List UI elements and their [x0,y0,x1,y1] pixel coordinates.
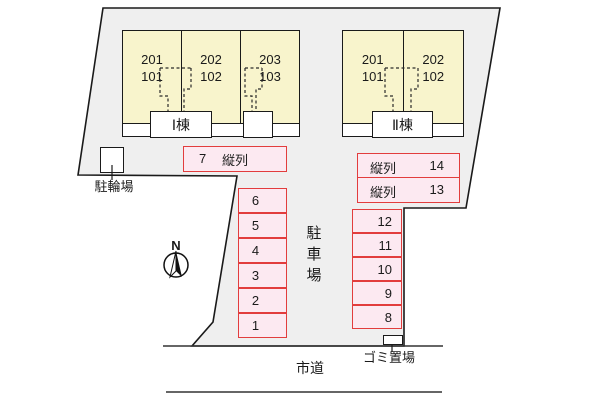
parking-space-7: 7 縦列 [183,146,287,172]
garbage-area-box [383,335,403,345]
space-number: 11 [378,237,393,253]
space-number: 4 [251,243,260,258]
parking-space-6: 6 [238,188,287,213]
space-number: 14 [429,158,444,173]
tandem-label: 縦列 [221,152,248,168]
tandem-label: 縦列 [370,161,397,176]
building-2-unit-1: 201 101 [343,31,404,123]
space-number: 1 [251,318,260,333]
space-number: 8 [384,309,392,325]
parking-space-11: 11 [352,233,402,257]
space-number: 3 [251,268,260,283]
space-number: 9 [384,285,392,301]
unit-number-lower: 101 [141,69,163,84]
space-number: 2 [251,293,260,308]
unit-number-upper: 203 [259,52,281,67]
unit-number-upper: 202 [422,52,445,67]
compass-icon: N [163,238,189,279]
parking-lot-label: 駐車場 [306,225,322,284]
space-number: 13 [429,182,444,197]
parking-space-12: 12 [352,209,402,233]
north-label: N [171,238,180,253]
building-2: 201 101 202 102 [342,30,464,124]
space-number: 10 [377,261,392,277]
parking-space-10: 10 [352,257,402,281]
building-2-entrance: Ⅱ棟 [372,111,433,138]
space-number: 6 [251,193,260,208]
parking-space-1: 1 [238,313,287,338]
parking-space-9: 9 [352,281,402,305]
space-number: 12 [377,213,392,229]
garbage-area-label: ゴミ置場 [362,350,415,365]
building-2-label: Ⅱ棟 [392,116,413,133]
parking-space-3: 3 [238,263,287,288]
unit-number-lower: 102 [200,69,222,84]
unit-number-upper: 202 [200,52,222,67]
space-number: 7 [199,151,207,166]
space-number: 5 [251,218,260,233]
building-1-unit-1: 201 101 [123,31,182,123]
unit-number-upper: 201 [361,52,384,67]
unit-number-upper: 201 [141,52,163,67]
building-1-label: Ⅰ棟 [171,116,191,133]
building-1-unit-3: 203 103 [241,31,299,123]
building-1: 201 101 202 102 203 103 [122,30,300,124]
building-1-entrance-2 [243,111,273,138]
building-1-unit-2: 202 102 [182,31,241,123]
parking-space-14: 縦列 14 [357,153,460,178]
parking-space-2: 2 [238,288,287,313]
unit-number-lower: 101 [361,69,384,84]
unit-number-lower: 102 [422,69,445,84]
building-2-unit-2: 202 102 [404,31,464,123]
bicycle-parking-label: 駐輪場 [94,179,134,194]
parking-space-5: 5 [238,213,287,238]
building-1-entrance: Ⅰ棟 [150,111,212,138]
unit-number-lower: 103 [259,69,281,84]
parking-space-13: 縦列 13 [357,177,460,203]
city-road-label: 市道 [296,360,324,376]
bicycle-parking-area [100,147,124,173]
tandem-label: 縦列 [370,185,397,200]
parking-space-8: 8 [352,305,402,329]
parking-space-4: 4 [238,238,287,263]
